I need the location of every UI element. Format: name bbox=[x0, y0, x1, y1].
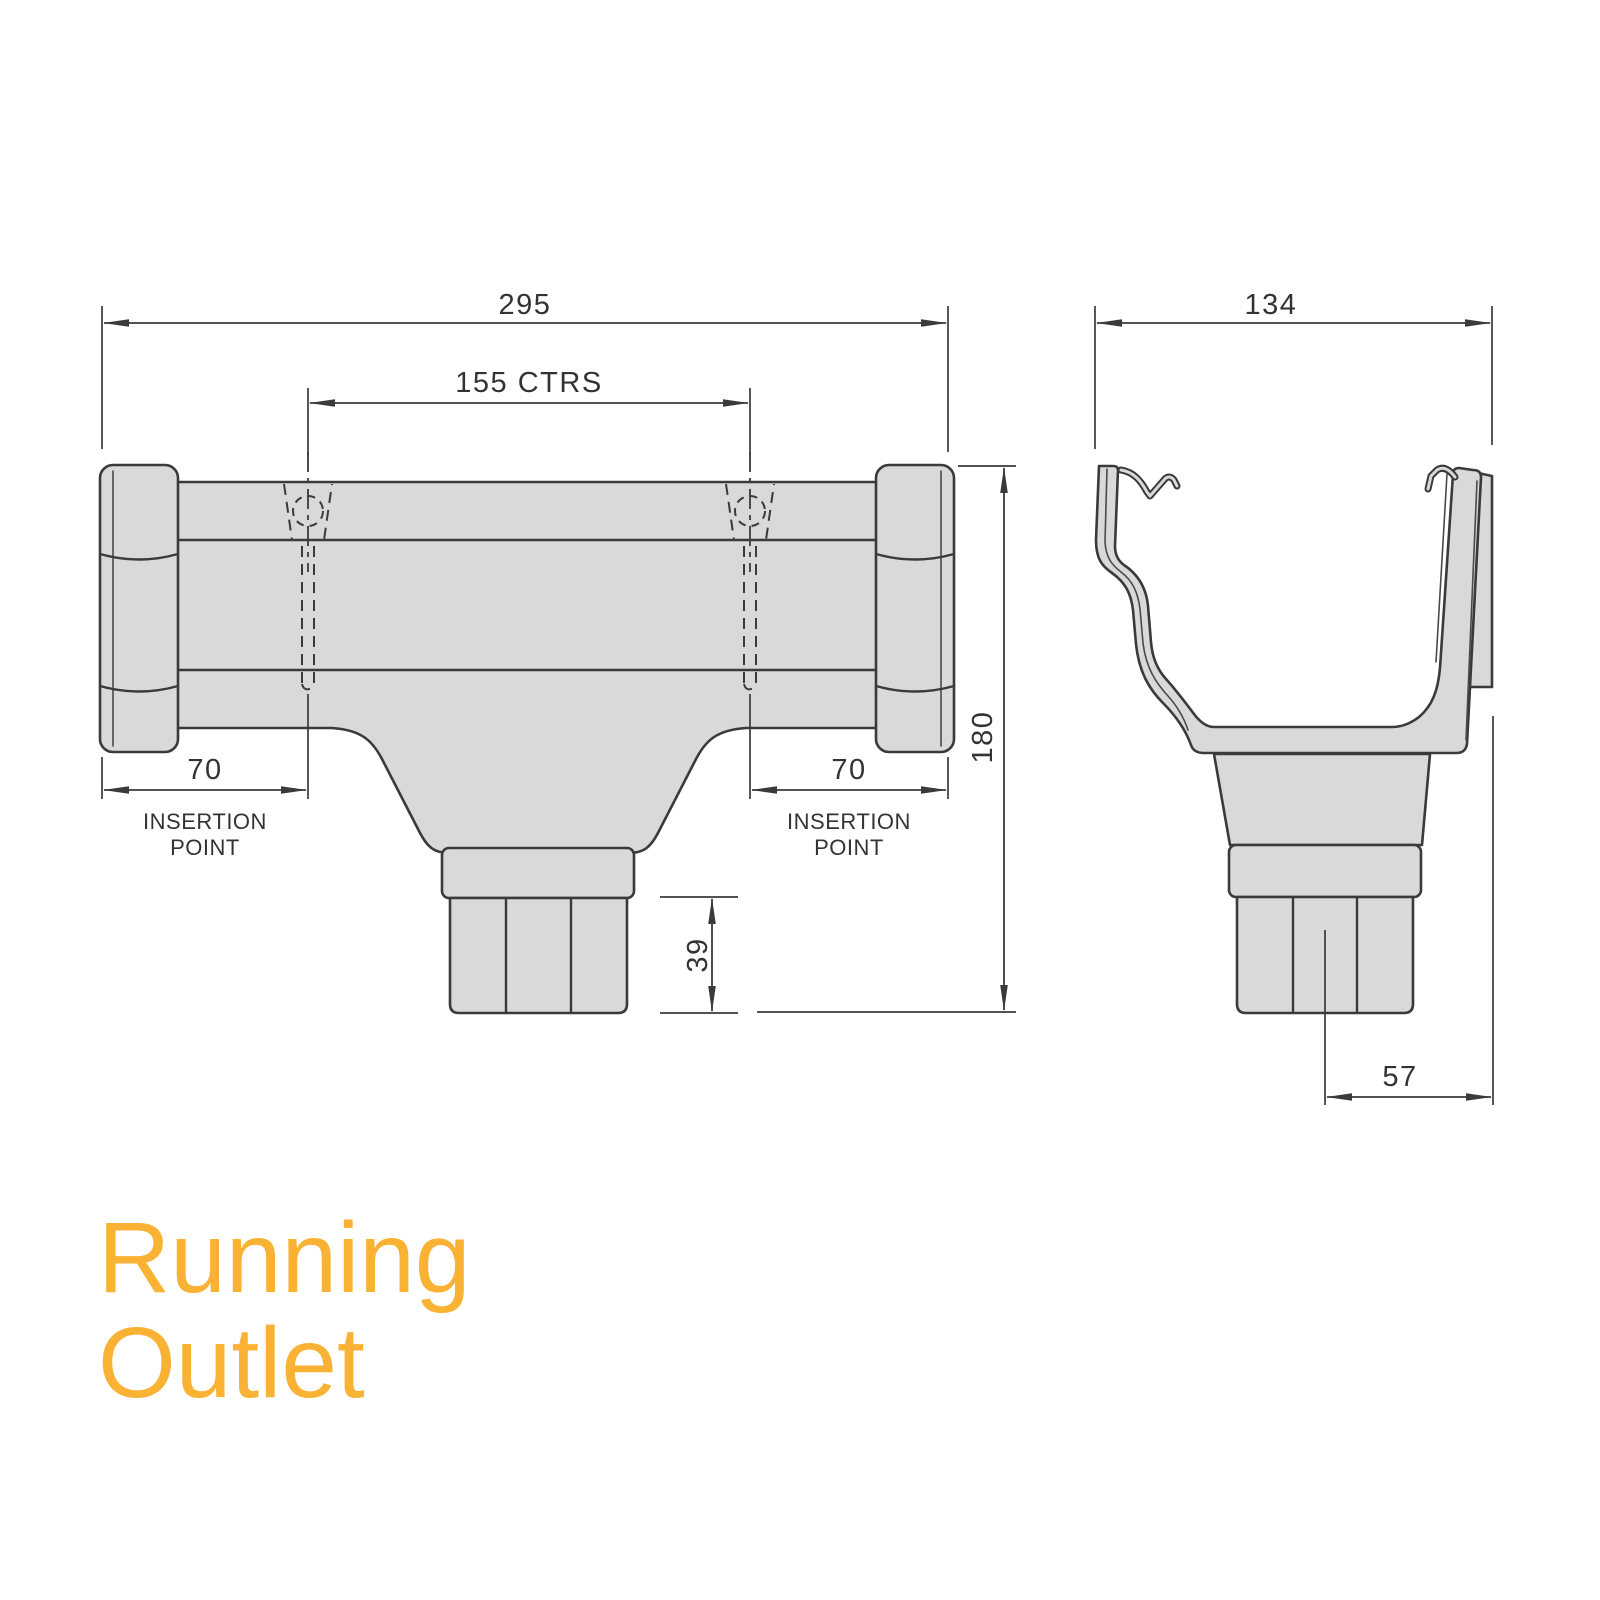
dim-295-label: 295 bbox=[499, 289, 552, 321]
dim-insertion-right: 70 INSERTION POINT bbox=[749, 694, 949, 860]
back-wall-flange-edge bbox=[1465, 480, 1478, 741]
side-view: 134 57 bbox=[1094, 289, 1494, 1105]
spigot-body-front bbox=[448, 896, 629, 1015]
product-title: Running Outlet bbox=[98, 1206, 471, 1416]
dim-70-left-label: 70 bbox=[187, 754, 222, 786]
hidden-slot-foot bbox=[301, 683, 313, 691]
gutter-body-and-funnel bbox=[174, 480, 880, 855]
dim-overall-width: 295 bbox=[101, 289, 949, 452]
dim-insertion-left: 70 INSERTION POINT bbox=[101, 694, 309, 860]
dim-overall-height: 180 bbox=[757, 465, 1016, 1013]
left-end-cap-seam-upper bbox=[98, 552, 180, 561]
back-clip-hook-inner bbox=[1426, 466, 1457, 491]
dim-spigot-depth: 39 bbox=[660, 896, 738, 1014]
fixing-bracket-left bbox=[283, 452, 333, 691]
dim-fixing-centres: 155 CTRS bbox=[307, 367, 751, 455]
dim-57-label: 57 bbox=[1382, 1061, 1417, 1093]
dim-134-label: 134 bbox=[1245, 289, 1298, 321]
right-end-cap bbox=[874, 463, 956, 754]
insertion-point-label-line1: INSERTION bbox=[787, 809, 911, 834]
product-title-line2: Outlet bbox=[98, 1307, 365, 1419]
dim-155-label: 155 CTRS bbox=[455, 367, 602, 399]
product-title-line1: Running bbox=[98, 1202, 471, 1314]
insertion-point-label-line2: POINT bbox=[170, 835, 240, 860]
dim-180-label: 180 bbox=[967, 711, 999, 764]
outlet-collar-front bbox=[440, 846, 636, 900]
outlet-funnel-side bbox=[1212, 752, 1432, 847]
front-clip bbox=[1117, 466, 1181, 500]
fixing-bracket-right bbox=[725, 452, 775, 691]
left-end-cap-body bbox=[98, 463, 180, 754]
outlet-collar-side bbox=[1227, 843, 1423, 899]
dim-39-label: 39 bbox=[682, 937, 714, 972]
right-end-cap-body bbox=[874, 463, 956, 754]
left-end-cap bbox=[98, 463, 180, 754]
gutter-profile-trough bbox=[1094, 464, 1483, 755]
ogee-wall-detail-line bbox=[1104, 468, 1189, 731]
insertion-point-label-line2: POINT bbox=[814, 835, 884, 860]
left-end-cap-seam-lower bbox=[98, 684, 180, 693]
front-clip-hook-inner bbox=[1119, 468, 1179, 498]
right-end-cap-seam-upper bbox=[874, 552, 956, 561]
dim-overall-depth: 134 bbox=[1094, 289, 1493, 449]
right-end-cap-seam-lower bbox=[874, 684, 956, 693]
insertion-point-label-line1: INSERTION bbox=[143, 809, 267, 834]
back-wall-detail-line bbox=[1435, 473, 1448, 663]
dim-outlet-centre-to-back: 57 bbox=[1324, 716, 1494, 1105]
back-clip bbox=[1424, 464, 1459, 493]
outlet-spigot-front bbox=[448, 896, 629, 1015]
hidden-slot-foot bbox=[743, 683, 755, 691]
front-view: 295 155 CTRS 70 INSERTION POINT 70 INSER… bbox=[98, 289, 1016, 1015]
dim-70-right-label: 70 bbox=[831, 754, 866, 786]
